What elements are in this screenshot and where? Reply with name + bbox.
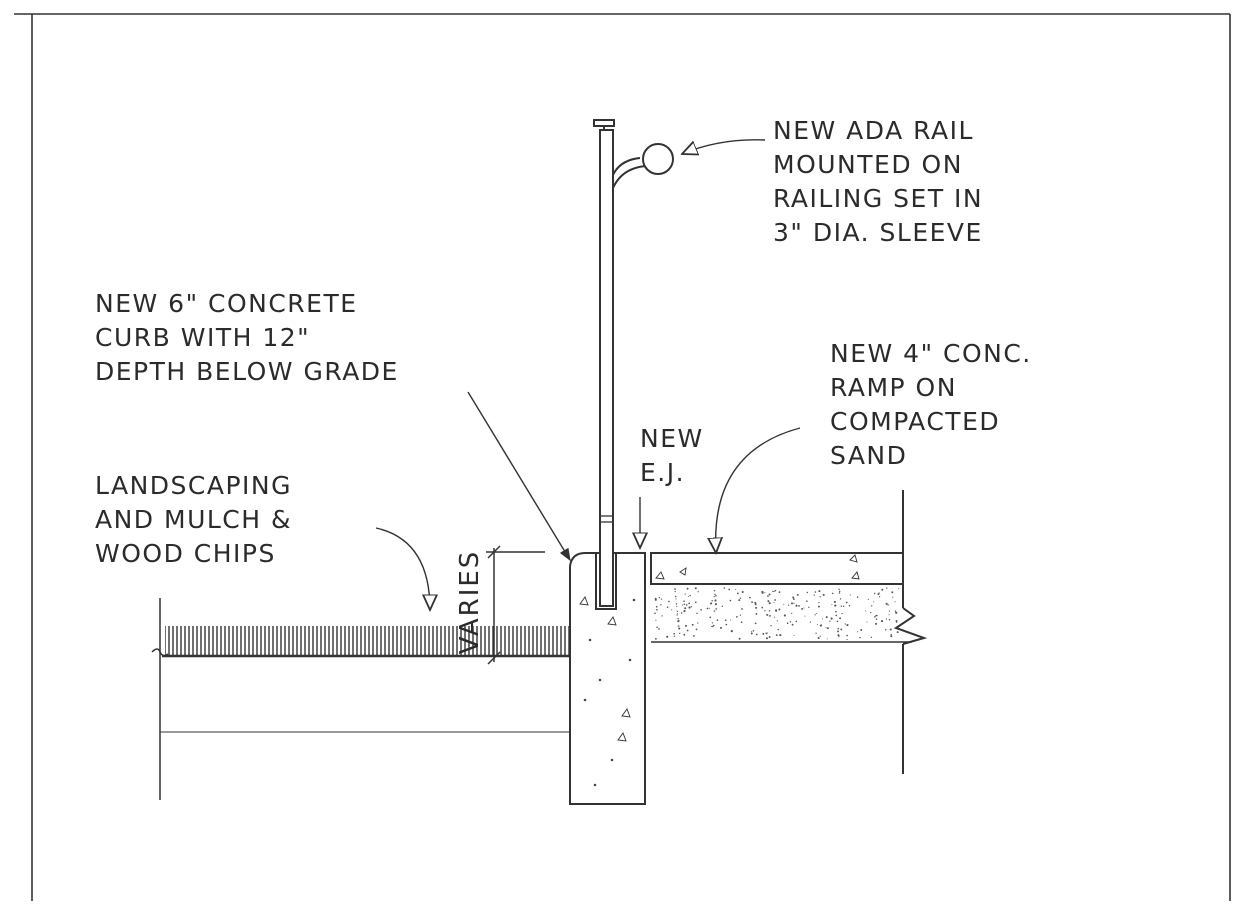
sand-stipple <box>654 587 900 641</box>
landscape-note: LANDSCAPING AND MULCH & WOOD CHIPS <box>95 469 292 571</box>
rail-note: NEW ADA RAIL MOUNTED ON RAILING SET IN 3… <box>773 114 983 250</box>
ramp-note-line-2: RAMP ON <box>830 373 957 402</box>
joint-note: NEW E.J. <box>640 422 704 490</box>
sheet-border <box>14 13 1231 901</box>
landscape-note-line-3: WOOD CHIPS <box>95 539 276 568</box>
ada-rail-post <box>593 119 674 607</box>
curb-note-line-1: NEW 6" CONCRETE <box>95 289 358 318</box>
ramp-edge-wall <box>893 490 928 774</box>
rail-note-line-2: MOUNTED ON <box>773 150 963 179</box>
concrete-curb <box>569 552 646 805</box>
curb-note-line-2: CURB WITH 12" <box>95 323 311 352</box>
joint-note-line-1: NEW <box>640 424 704 453</box>
ramp-note-line-3: COMPACTED <box>830 407 1001 436</box>
varies-dimension <box>486 545 545 665</box>
ramp-note-line-1: NEW 4" CONC. <box>830 339 1032 368</box>
rail-note-line-3: RAILING SET IN <box>773 184 984 213</box>
annotation-leaders <box>375 139 801 610</box>
varies-label: VARIES <box>455 550 485 655</box>
concrete-ramp <box>650 552 904 585</box>
landscape-note-line-1: LANDSCAPING <box>95 471 293 500</box>
joint-note-line-2: E.J. <box>640 458 686 487</box>
ramp-note: NEW 4" CONC. RAMP ON COMPACTED SAND <box>830 337 1032 473</box>
landscaping-area <box>151 598 572 800</box>
ramp-note-line-4: SAND <box>830 441 908 470</box>
rail-note-line-1: NEW ADA RAIL <box>773 116 974 145</box>
curb-note: NEW 6" CONCRETE CURB WITH 12" DEPTH BELO… <box>95 287 399 389</box>
landscape-note-line-2: AND MULCH & <box>95 505 292 534</box>
rail-note-line-4: 3" DIA. SLEEVE <box>773 218 983 247</box>
compacted-sand-base <box>651 587 912 643</box>
curb-note-line-3: DEPTH BELOW GRADE <box>95 357 399 386</box>
